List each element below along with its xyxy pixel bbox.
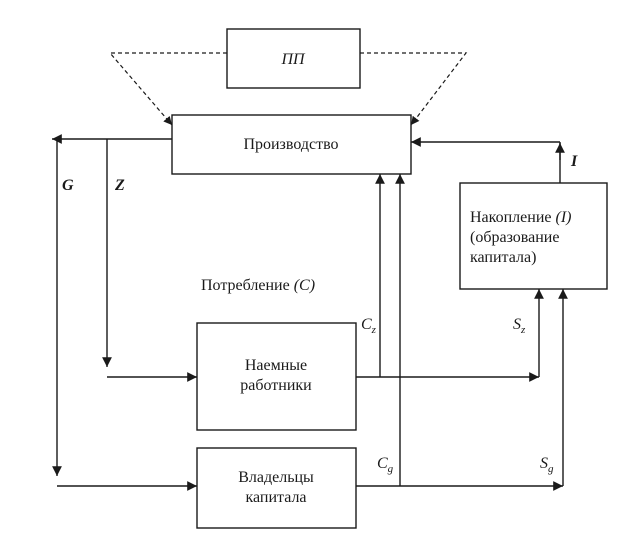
pp-dashed-right bbox=[360, 52, 468, 126]
accumulation-label-line1: Накопление (I) bbox=[470, 209, 571, 226]
i-label: I bbox=[570, 153, 578, 170]
cz-label: Cz bbox=[361, 316, 377, 336]
owners-label-line2: капитала bbox=[245, 489, 306, 506]
pp-label: ПП bbox=[280, 51, 306, 68]
accumulation-label-line3: капитала) bbox=[470, 249, 536, 266]
owners-box bbox=[196, 447, 357, 529]
cg-label: Cg bbox=[377, 455, 394, 475]
workers-label-line2: работники bbox=[240, 377, 312, 394]
sz-label: Sz bbox=[513, 316, 526, 336]
consumption-label: Потребление (C) bbox=[201, 277, 315, 294]
production-box bbox=[171, 114, 412, 175]
production-label: Производство bbox=[243, 136, 338, 153]
workers-box bbox=[196, 322, 357, 431]
pp-box bbox=[226, 28, 361, 89]
z-label: Z bbox=[114, 177, 125, 194]
workers-label-line1: Наемные bbox=[245, 357, 307, 374]
sg-label: Sg bbox=[540, 455, 554, 475]
accumulation-label-line2: (образование bbox=[470, 229, 559, 246]
owners-label-line1: Владельцы bbox=[238, 469, 314, 486]
accumulation-box bbox=[459, 182, 608, 290]
g-label: G bbox=[62, 177, 74, 194]
pp-dashed-left bbox=[108, 52, 227, 126]
